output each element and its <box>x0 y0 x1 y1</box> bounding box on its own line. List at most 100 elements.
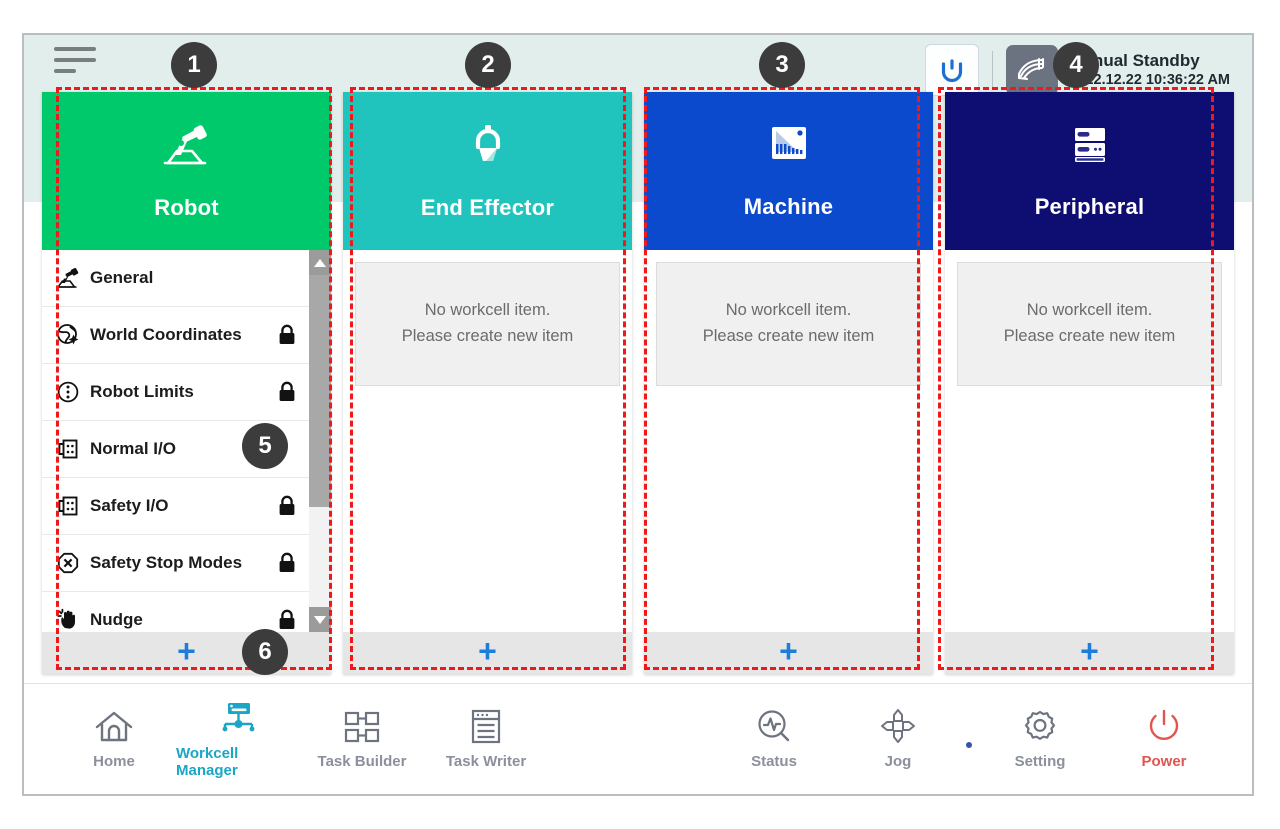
scrollbar-thumb[interactable] <box>309 275 331 507</box>
world-coordinates-icon <box>56 323 90 347</box>
empty-line-1: No workcell item. <box>725 301 852 320</box>
robot-settings-list: General World Coordinates <box>42 250 331 632</box>
workcell-columns: Robot <box>42 92 1238 674</box>
nav-right-group: Status Jog Setting <box>712 708 1226 770</box>
hamburger-line-3 <box>54 69 76 73</box>
column-body-robot: General World Coordinates <box>42 250 331 632</box>
empty-line-2: Please create new item <box>1003 327 1176 345</box>
column-header-machine[interactable]: Machine <box>644 92 933 250</box>
lock-icon <box>271 495 297 517</box>
peripheral-rack-icon <box>1074 128 1105 162</box>
nav-label: Status <box>751 753 797 770</box>
home-icon <box>95 711 133 742</box>
list-item-robot-limits[interactable]: Robot Limits <box>42 364 331 421</box>
empty-state-peripheral: No workcell item. Please create new item <box>957 262 1222 386</box>
status-mode-label: Manual Standby <box>1069 50 1200 70</box>
lock-icon <box>271 324 297 346</box>
power-icon <box>1149 709 1179 741</box>
gear-icon <box>1024 710 1056 740</box>
list-item-label: Normal I/O <box>90 439 176 458</box>
nav-item-jog[interactable]: Jog <box>836 708 960 770</box>
bottom-navigation-bar: Home Workcell Manager <box>24 683 1252 794</box>
gripper-icon <box>475 125 500 161</box>
scroll-down-arrow-icon[interactable] <box>309 607 331 632</box>
nav-label: Setting <box>1014 753 1066 770</box>
hamburger-line-1 <box>54 47 96 51</box>
list-item-world-coordinates[interactable]: World Coordinates <box>42 307 331 364</box>
list-item-label: Robot Limits <box>90 382 194 401</box>
jog-dpad-icon <box>881 709 915 743</box>
robot-arm-icon <box>163 125 207 165</box>
lock-icon <box>271 552 297 574</box>
add-machine-item-button[interactable]: + <box>644 632 933 674</box>
nav-item-workcell-manager[interactable]: Workcell Manager <box>176 700 300 779</box>
io-port-icon <box>56 437 90 461</box>
list-item-general[interactable]: General <box>42 250 331 307</box>
task-writer-icon <box>471 709 501 744</box>
nav-item-status[interactable]: Status <box>712 708 836 770</box>
column-title-end-effector: End Effector <box>420 195 555 220</box>
robot-home-reset-icon[interactable] <box>925 44 980 96</box>
robot-list-scrollbar[interactable] <box>309 250 331 632</box>
column-header-peripheral[interactable]: Peripheral <box>945 92 1234 250</box>
nav-label: Power <box>1141 753 1187 770</box>
workcell-manager-icon <box>222 702 255 731</box>
separator-dot-icon <box>966 742 972 748</box>
column-machine: Machine No workcell item. Please create … <box>644 92 933 674</box>
robot-arm-small-icon <box>56 267 90 289</box>
add-end-effector-item-button[interactable]: + <box>343 632 632 674</box>
column-title-peripheral: Peripheral <box>1034 194 1145 219</box>
nav-left-group: Home Workcell Manager <box>52 700 548 779</box>
reset-glyph <box>942 59 963 83</box>
column-header-robot[interactable]: Robot <box>42 92 331 250</box>
list-item-label: World Coordinates <box>90 325 242 344</box>
list-item-label: Nudge <box>90 610 143 629</box>
empty-state-machine: No workcell item. Please create new item <box>656 262 921 386</box>
lock-icon <box>271 381 297 403</box>
hamburger-icon[interactable] <box>54 47 100 81</box>
status-scope-icon <box>758 710 790 742</box>
empty-line-2: Please create new item <box>401 327 574 345</box>
status-cluster: Manual Standby 2022.12.22 10:36:22 AM <box>925 42 1230 98</box>
header-divider <box>992 51 994 89</box>
column-title-robot: Robot <box>154 195 219 220</box>
tablet-screen: Manual Standby 2022.12.22 10:36:22 AM Ro… <box>22 33 1254 796</box>
hand-glyph <box>1018 57 1045 81</box>
scroll-up-arrow-icon[interactable] <box>309 250 331 275</box>
safety-stop-icon <box>56 551 90 575</box>
nav-item-home[interactable]: Home <box>52 700 176 779</box>
nav-item-power[interactable]: Power <box>1102 708 1226 770</box>
column-body-machine: No workcell item. Please create new item <box>644 250 933 632</box>
empty-state-end-effector: No workcell item. Please create new item <box>355 262 620 386</box>
nav-item-task-builder[interactable]: Task Builder <box>300 700 424 779</box>
io-port-icon <box>56 494 90 518</box>
column-robot: Robot <box>42 92 331 674</box>
list-item-safety-io[interactable]: Safety I/O <box>42 478 331 535</box>
nav-label: Task Builder <box>317 753 407 770</box>
nav-label: Workcell Manager <box>176 744 239 779</box>
add-peripheral-item-button[interactable]: + <box>945 632 1234 674</box>
list-item-normal-io[interactable]: Normal I/O <box>42 421 331 478</box>
lock-icon <box>271 609 297 631</box>
column-header-end-effector[interactable]: End Effector <box>343 92 632 250</box>
machine-icon <box>771 127 806 159</box>
column-body-end-effector: No workcell item. Please create new item <box>343 250 632 632</box>
nav-item-task-writer[interactable]: Task Writer <box>424 700 548 779</box>
status-text-group: Manual Standby 2022.12.22 10:36:22 AM <box>1069 51 1230 89</box>
column-title-machine: Machine <box>743 194 834 219</box>
nav-item-setting[interactable]: Setting <box>978 708 1102 770</box>
empty-line-1: No workcell item. <box>1026 301 1153 320</box>
hamburger-line-2 <box>54 58 96 62</box>
list-item-nudge[interactable]: Nudge <box>42 592 331 632</box>
add-robot-item-button[interactable]: + <box>42 632 331 674</box>
nav-label: Jog <box>884 753 912 770</box>
empty-line-2: Please create new item <box>702 327 875 345</box>
column-body-peripheral: No workcell item. Please create new item <box>945 250 1234 632</box>
manual-hand-icon[interactable] <box>1006 45 1059 95</box>
list-item-safety-stop-modes[interactable]: Safety Stop Modes <box>42 535 331 592</box>
list-item-label: Safety I/O <box>90 496 169 515</box>
column-peripheral: Peripheral No workcell item. Please crea… <box>945 92 1234 674</box>
nudge-hand-icon <box>56 608 90 632</box>
nav-label: Home <box>93 753 135 770</box>
task-builder-icon <box>344 711 380 743</box>
